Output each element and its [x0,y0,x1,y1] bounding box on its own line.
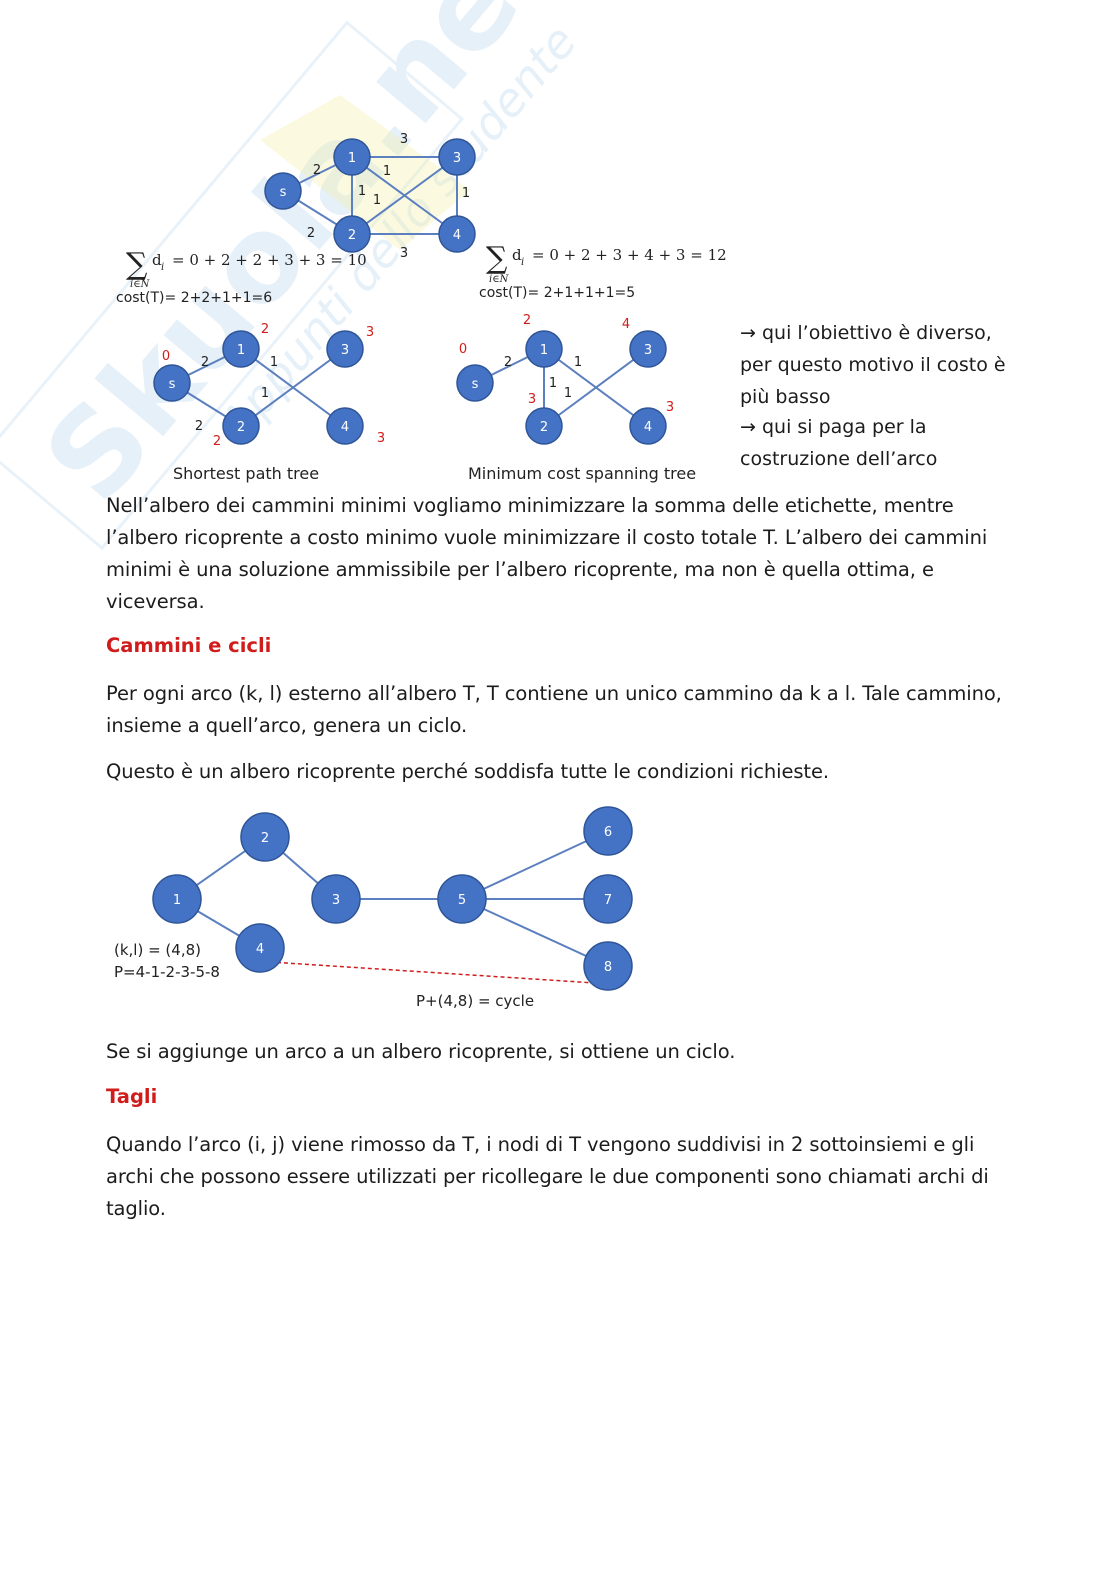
svg-text:d: d [152,251,162,269]
graph-node [264,172,302,210]
distance-label: 2 [261,322,269,337]
edge-weight: 1 [564,386,572,401]
paragraph-tagli: Quando l’arco (i, j) viene rimosso da T,… [106,1133,989,1220]
distance-label: 3 [528,392,536,407]
svg-text:i: i [521,257,524,268]
heading-cammini-e-cicli: Cammini e cicli [106,634,272,657]
svg-text:∑: ∑ [486,241,508,276]
cost-right: cost(T)= 2+1+1+1=5 [479,285,635,301]
edge-weight: 3 [400,132,408,147]
label-path: P=4-1-2-3-5-8 [114,963,220,981]
distance-label: 0 [459,342,467,357]
heading-tagli: Tagli [106,1085,158,1108]
formula-right: ∑ i∈N d i = 0 + 2 + 3 + 4 + 3 = 12 cost(… [479,241,727,301]
node-label: 1 [173,893,181,908]
edge-weight: 1 [574,355,582,370]
distance-label: 3 [366,325,374,340]
node-label: 1 [540,343,548,358]
paragraph-cammini: Per ogni arco (k, l) esterno all’albero … [106,682,1002,737]
distance-label: 2 [213,434,221,449]
svg-text:= 0 + 2 + 2 + 3 + 3 = 10: = 0 + 2 + 2 + 3 + 3 = 10 [172,251,367,269]
node-label: 4 [256,942,264,957]
cycle-edge [269,961,596,984]
arrow-icon: → [740,416,756,438]
shortest-path-tree: s 1 3 2 4 2 1 1 2 0 2 3 2 3 Shortest pat… [153,322,385,483]
edge-weight: 2 [195,419,203,434]
node-label: s [472,377,479,392]
edge-weight: 2 [504,355,512,370]
edge-weight: 1 [462,186,470,201]
svg-text:= 0 + 2 + 3 + 4 + 3 = 12: = 0 + 2 + 3 + 4 + 3 = 12 [532,246,727,264]
svg-text:i∈N: i∈N [130,279,151,290]
node-label: 4 [341,420,349,435]
node-label: 5 [458,893,466,908]
edge-weight: 2 [313,163,321,178]
distance-label: 4 [622,317,630,332]
distance-label: 3 [377,431,385,446]
node-label: 7 [604,893,612,908]
distance-label: 0 [162,349,170,364]
node-label: 2 [540,420,548,435]
node-label: 3 [332,893,340,908]
edge-weight: 1 [261,386,269,401]
arrow-icon: → [740,322,756,344]
svg-text:d: d [512,246,522,264]
edge-weight: 1 [383,164,391,179]
svg-text:∑: ∑ [126,247,148,282]
node-label: 8 [604,960,612,975]
minimum-spanning-tree: s 1 3 2 4 2 1 1 1 0 2 4 3 3 Minimum cost… [456,313,696,483]
edge-weight: 2 [307,226,315,241]
node-label: 1 [348,151,356,166]
node-label: 3 [341,343,349,358]
node-label: 4 [453,228,461,243]
paragraph-tree-comparison: Nell’albero dei cammini minimi vogliamo … [106,494,988,613]
node-label: 2 [348,228,356,243]
edge-weight: 1 [270,355,278,370]
graph-node [333,138,371,176]
label-cycle: P+(4,8) = cycle [416,992,534,1010]
node-label: 6 [604,825,612,840]
node-label: 3 [453,151,461,166]
cost-left: cost(T)= 2+2+1+1=6 [116,290,272,306]
paragraph-ciclo: Se si aggiunge un arco a un albero ricop… [106,1040,736,1063]
edge-weight: 2 [201,355,209,370]
node-label: s [280,185,287,200]
edge-weight: 3 [400,246,408,261]
paragraph-albero-ricoprente: Questo è un albero ricoprente perché sod… [106,760,829,783]
graph-node [438,215,476,253]
tree-caption: Minimum cost spanning tree [468,464,696,483]
formula-left: ∑ i∈N d i = 0 + 2 + 2 + 3 + 3 = 10 cost(… [116,247,367,306]
node-label: 2 [237,420,245,435]
edge-weight: 1 [358,184,366,199]
edge-weight: 1 [549,376,557,391]
distance-label: 3 [666,400,674,415]
node-label: 1 [237,343,245,358]
svg-text:i∈N: i∈N [489,274,510,285]
node-label: 3 [644,343,652,358]
label-kl: (k,l) = (4,8) [114,941,201,959]
side-note-text: qui l’obiettivo è diverso, per questo mo… [740,322,1006,408]
node-label: 2 [261,831,269,846]
node-label: 4 [644,420,652,435]
node-label: s [169,377,176,392]
side-note-2: → qui si paga per la costruzione dell’ar… [740,411,1020,475]
tree-caption: Shortest path tree [173,464,319,483]
edge-weight: 1 [373,193,381,208]
side-note-1: → qui l’obiettivo è diverso, per questo … [740,317,1020,413]
svg-text:i: i [161,262,164,273]
graph-node [438,138,476,176]
graph-node [333,215,371,253]
distance-label: 2 [523,313,531,328]
side-note-text: qui si paga per la costruzione dell’arco [740,416,938,470]
